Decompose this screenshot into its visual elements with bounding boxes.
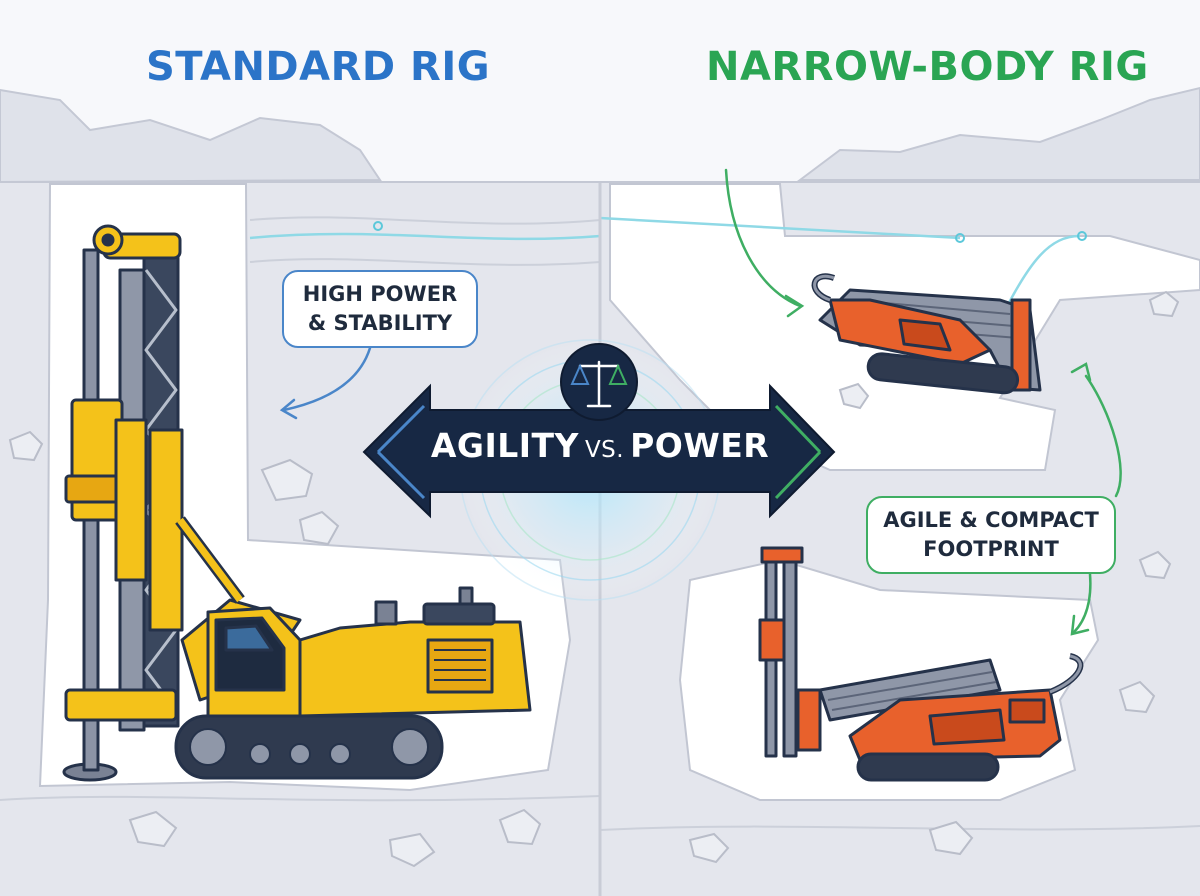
agility-word: AGILITY — [431, 426, 579, 465]
power-word: POWER — [630, 426, 769, 465]
vs-word: VS. — [585, 437, 624, 463]
high-power-callout: HIGH POWER & STABILITY — [282, 270, 478, 348]
narrow-body-rig-title: NARROW-BODY RIG — [706, 44, 1149, 90]
callout-line-1: HIGH POWER — [294, 280, 466, 309]
callout-line-1: AGILE & COMPACT — [878, 506, 1104, 535]
standard-rig-title: STANDARD RIG — [146, 44, 490, 90]
callout-line-2: & STABILITY — [294, 309, 466, 338]
agile-compact-callout: AGILE & COMPACT FOOTPRINT — [866, 496, 1116, 574]
callout-line-2: FOOTPRINT — [878, 535, 1104, 564]
